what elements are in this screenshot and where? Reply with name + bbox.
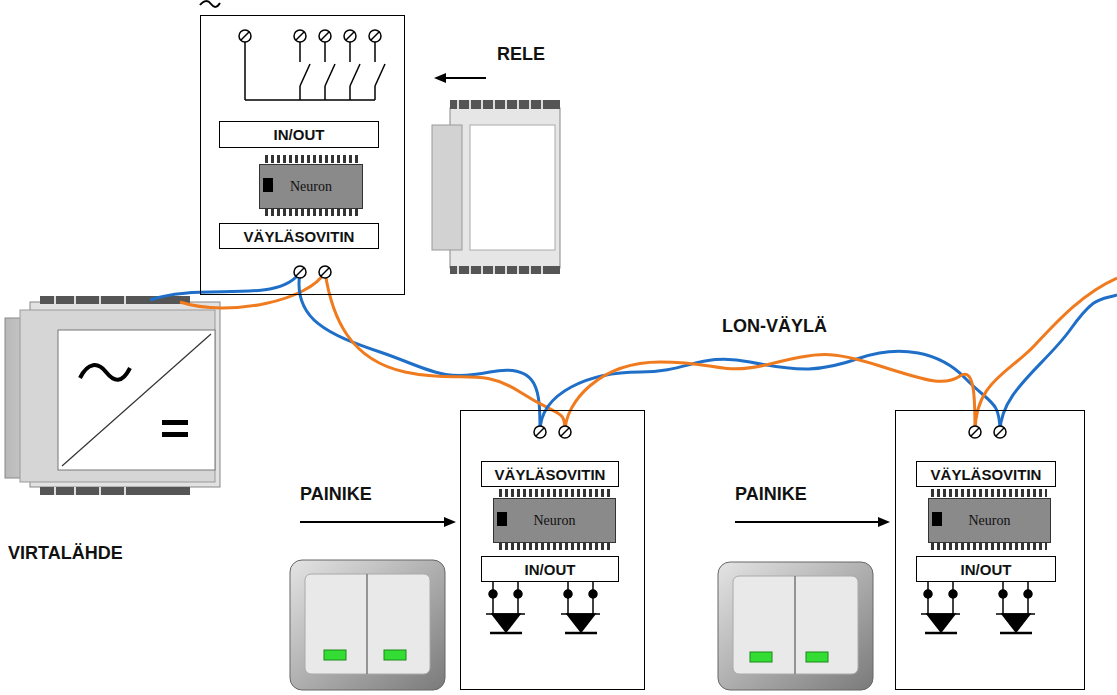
device-label: PAINIKE: [300, 484, 372, 505]
lon-bus-wires: [150, 272, 1117, 432]
neuron-chip: Neuron: [493, 498, 616, 543]
relay-module: IN/OUT NeuronVÄYLÄSOVITIN: [200, 15, 405, 295]
box-label: VÄYLÄSOVITIN: [244, 228, 355, 245]
pin1-mark: [497, 512, 507, 526]
bus-label: LON-VÄYLÄ: [722, 316, 827, 337]
io-box: IN/OUT: [481, 556, 619, 582]
box-label: IN/OUT: [525, 561, 576, 578]
chip-name: Neuron: [290, 179, 332, 195]
led-outputs: [486, 581, 600, 633]
bus-adapter-box: VÄYLÄSOVITIN: [481, 461, 619, 487]
chip-name: Neuron: [969, 513, 1011, 529]
led-outputs: [921, 581, 1035, 633]
push-button: [718, 562, 873, 690]
button-module: VÄYLÄSOVITIN NeuronIN/OUT: [895, 410, 1085, 690]
button-module: VÄYLÄSOVITIN NeuronIN/OUT: [460, 410, 645, 690]
chip-name: Neuron: [534, 513, 576, 529]
pin1-mark: [932, 512, 942, 526]
chip-pins: [262, 155, 1047, 550]
box-label: VÄYLÄSOVITIN: [931, 466, 1042, 483]
relay-contacts: [239, 30, 385, 100]
pointer-arrows: [300, 73, 890, 527]
pin1-mark: [263, 178, 273, 192]
device-label: PAINIKE: [735, 484, 807, 505]
screw-terminals: [294, 266, 1006, 438]
device-label: VIRTALÄHDE: [8, 543, 123, 564]
io-box: IN/OUT: [916, 556, 1056, 582]
io-box: IN/OUT: [219, 121, 379, 148]
neuron-chip: Neuron: [928, 498, 1051, 543]
ac-symbol: [200, 1, 220, 7]
bus-adapter-box: VÄYLÄSOVITIN: [219, 223, 379, 249]
neuron-chip: Neuron: [259, 164, 363, 209]
relay-device: [432, 100, 560, 274]
box-label: VÄYLÄSOVITIN: [495, 466, 606, 483]
device-label: RELE: [497, 44, 545, 65]
push-button: [290, 560, 445, 690]
box-label: IN/OUT: [274, 126, 325, 143]
bus-adapter-box: VÄYLÄSOVITIN: [916, 461, 1056, 487]
power-supply-device: [5, 296, 220, 495]
box-label: IN/OUT: [961, 561, 1012, 578]
